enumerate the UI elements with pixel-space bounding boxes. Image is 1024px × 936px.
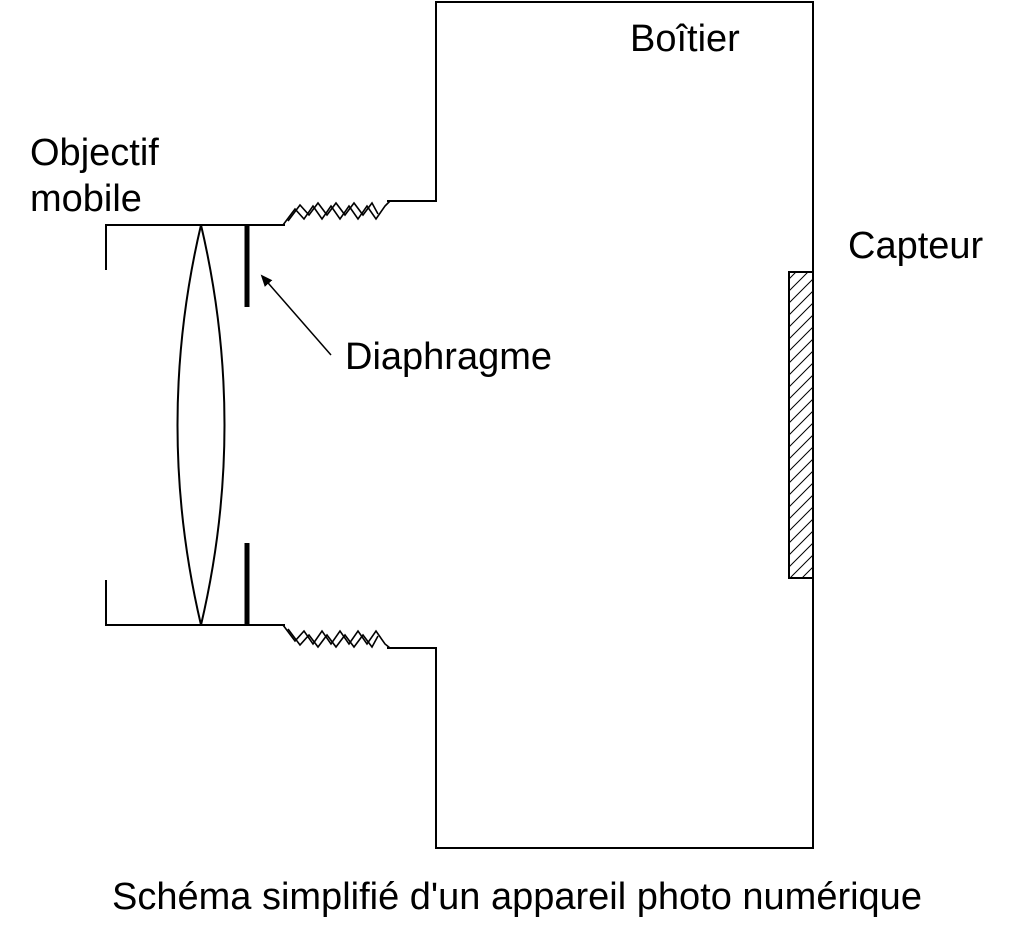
lens-barrel-bottom [105,580,285,626]
aperture-pointer-arrow [260,274,332,356]
focus-thread-top-b [287,201,379,222]
housing-outline [387,1,814,849]
label-lens: Objectif mobile [30,130,159,222]
label-lens-line1: Objectif [30,132,159,174]
sensor [788,271,814,579]
label-aperture: Diaphragme [345,336,552,378]
lens-barrel-top [105,224,285,270]
label-housing: Boîtier [630,18,740,60]
focus-thread-bottom-b [287,628,379,649]
label-lens-line2: mobile [30,178,142,220]
focus-thread-bottom-a [282,624,391,649]
lens [176,224,226,626]
focus-thread-top-a [282,200,391,226]
diagram-caption: Schéma simplifié d'un appareil photo num… [112,876,922,918]
label-sensor: Capteur [848,225,984,267]
